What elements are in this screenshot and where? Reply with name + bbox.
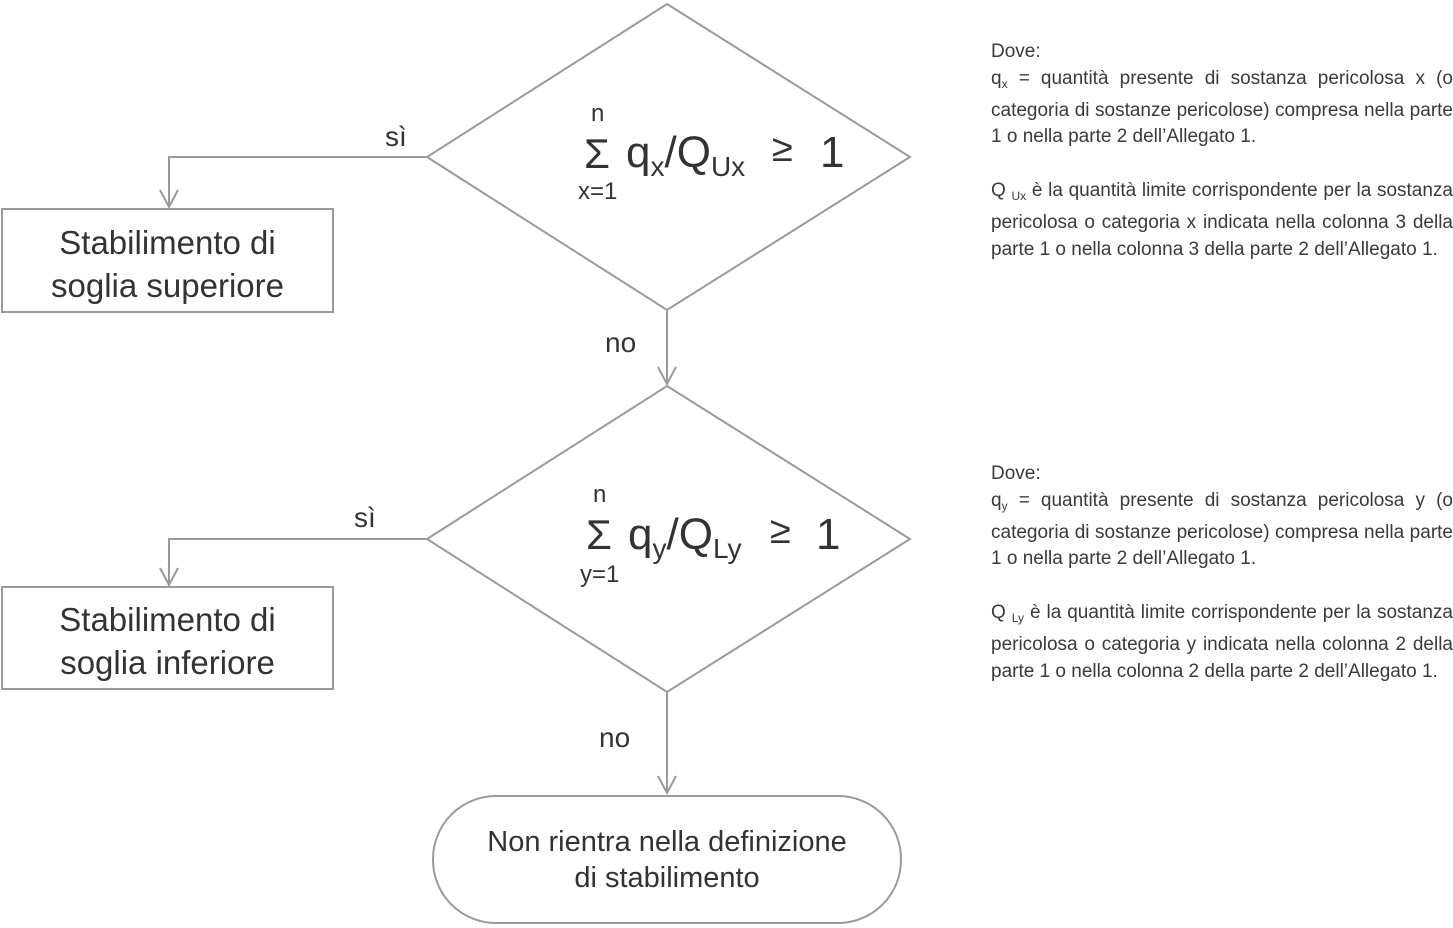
box-upper-text: Stabilimento di soglia superiore [2, 221, 333, 307]
formula-1-rhs: 1 [820, 128, 845, 177]
formula-2-rhs: 1 [816, 510, 841, 559]
box-lower-line1: Stabilimento di [59, 601, 276, 638]
note-upper-title: Dove: [991, 41, 1041, 62]
formula-2-upper-limit: n [593, 481, 607, 508]
box-soglia-superiore [1, 208, 334, 313]
terminal-line1: Non rientra nella definizione [487, 826, 847, 858]
note-lower: Dove: qy = quantità presente di sostanza… [991, 461, 1453, 686]
terminal-text: Non rientra nella definizione di stabili… [433, 824, 901, 896]
arrowhead-d1-no [657, 366, 677, 387]
label-d1-no: no [605, 327, 637, 358]
box-lower-text: Stabilimento di soglia inferiore [2, 598, 333, 684]
arrowhead-d2-no [657, 775, 677, 796]
terminal-line2: di stabilimento [574, 862, 760, 894]
formula-1-relation: ≥ [772, 128, 793, 170]
arrowhead-d2-yes [159, 567, 179, 588]
note-lower-title: Dove: [991, 463, 1041, 484]
formula-2-relation: ≥ [770, 510, 791, 552]
arrowhead-d1-yes [159, 189, 179, 210]
note-upper: Dove: qx = quantità presente di sostanza… [991, 39, 1453, 264]
formula-2-sigma: Σ [586, 511, 612, 558]
note-lower-q-definition: qy = quantità presente di sostanza peric… [991, 489, 1453, 570]
box-upper-line2: soglia superiore [51, 267, 284, 304]
formula-1-lower-limit: x=1 [578, 178, 618, 205]
label-d2-yes: sì [354, 502, 376, 533]
formula-1-upper-limit: n [591, 100, 605, 127]
note-upper-q-definition: qx = quantità presente di sostanza peric… [991, 67, 1453, 148]
box-upper-line1: Stabilimento di [59, 224, 276, 261]
label-d2-no: no [599, 722, 631, 753]
connector-d1-yes [168, 156, 427, 205]
box-lower-line2: soglia inferiore [60, 644, 275, 681]
formula-1-sigma: Σ [584, 130, 610, 177]
box-soglia-inferiore [1, 586, 334, 690]
terminal-non-rientra [432, 795, 902, 924]
formula-2-expression: qy/QLy [628, 510, 742, 564]
formula-1-expression: qx/QUx [626, 128, 746, 182]
note-lower-Q-definition: Q Ly è la quantità limite corrispondente… [991, 602, 1453, 682]
formula-2-lower-limit: y=1 [580, 561, 620, 588]
label-d1-yes: sì [385, 121, 407, 152]
note-upper-Q-definition: Q Ux è la quantità limite corrispondente… [991, 180, 1453, 260]
connector-d2-yes [168, 538, 427, 583]
